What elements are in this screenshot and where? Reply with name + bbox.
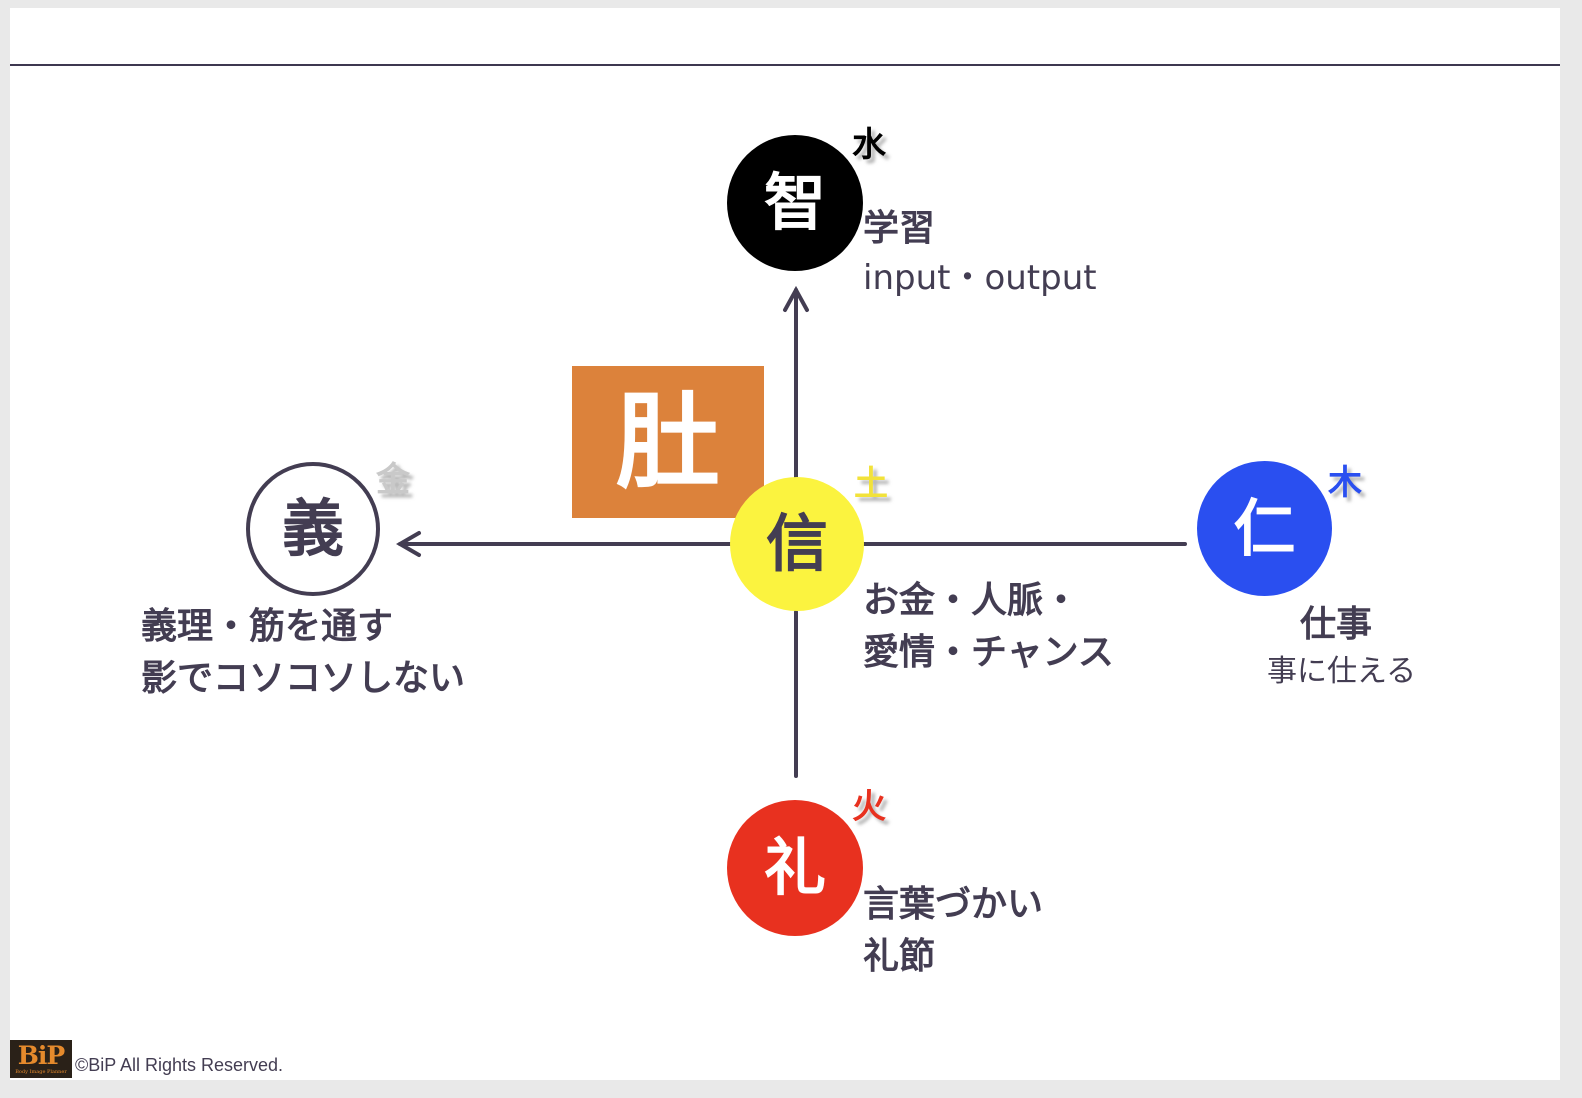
arrowhead-left <box>396 531 421 557</box>
gi-description-2: 影でコソコソしない <box>141 658 466 699</box>
header-rule <box>10 64 1560 66</box>
virtue-circle-jin: 仁 <box>1197 461 1332 596</box>
slide: 肚 智 義 信 仁 礼 水 金 土 木 火 学習 input・output 義理… <box>10 8 1560 1080</box>
gi-description-1: 義理・筋を通す <box>141 606 394 647</box>
element-label-water: 水 <box>852 125 886 165</box>
element-label-metal: 金 <box>376 460 410 500</box>
arrowhead-up <box>783 285 809 312</box>
element-label-wood: 木 <box>1328 463 1362 503</box>
bip-logo: BiP Body Image Planner <box>10 1040 72 1078</box>
virtue-circle-gi: 義 <box>246 462 380 596</box>
jin-description-1: 仕事 <box>1300 604 1373 645</box>
element-label-fire: 火 <box>852 787 886 827</box>
logo-subtext: Body Image Planner <box>15 1069 67 1075</box>
copyright-text: ©BiP All Rights Reserved. <box>75 1055 284 1075</box>
logo-mark: BiP <box>17 1041 65 1070</box>
jin-description-2: 事に仕える <box>1267 654 1417 689</box>
footer: BiP Body Image Planner ©BiP All Rights R… <box>10 1038 283 1078</box>
shin-description-1: お金・人脈・ <box>863 580 1080 621</box>
chi-description-1: 学習 <box>863 208 936 249</box>
shin-description-2: 愛情・チャンス <box>863 632 1114 673</box>
rei-description-2: 礼節 <box>863 936 936 977</box>
virtue-circle-shin: 信 <box>730 477 864 611</box>
virtue-circle-chi: 智 <box>727 135 863 271</box>
chi-description-2: input・output <box>863 258 1097 298</box>
rei-description-1: 言葉づかい <box>863 884 1044 925</box>
liver-box: 肚 <box>572 366 764 518</box>
element-label-earth: 土 <box>854 464 888 504</box>
axes <box>396 285 1187 778</box>
virtue-circle-rei: 礼 <box>727 800 863 936</box>
